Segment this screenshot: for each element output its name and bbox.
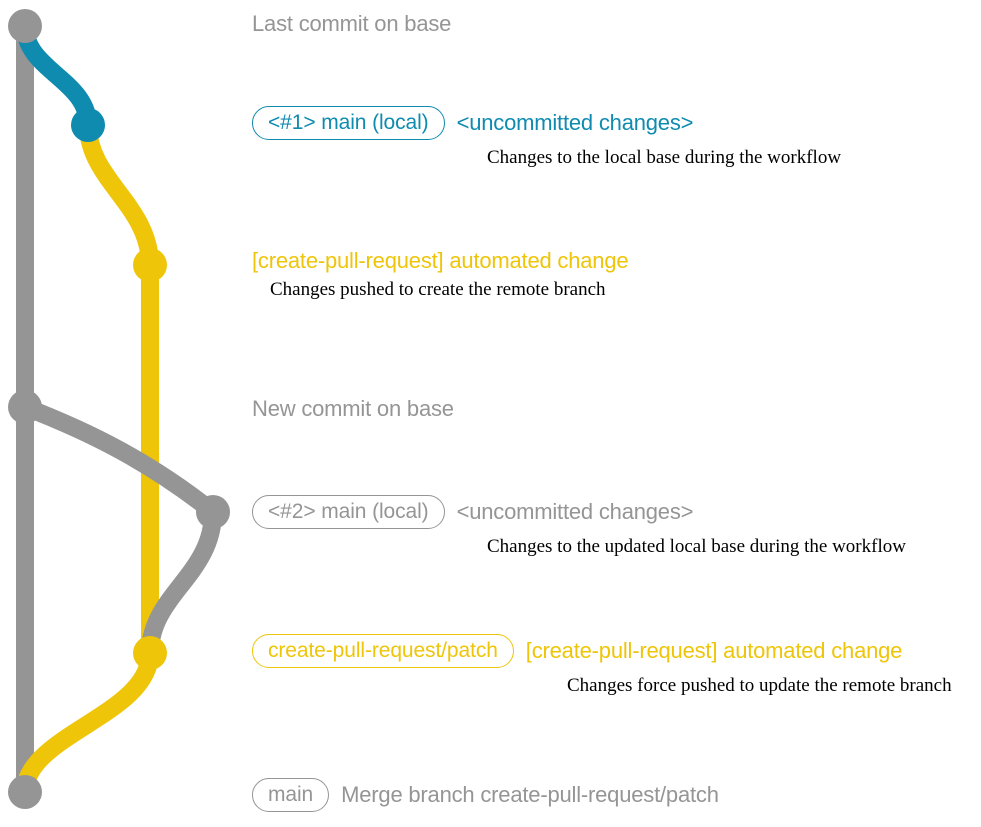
- branch-pill-main-local-2[interactable]: <#2> main (local): [252, 495, 445, 529]
- commit-message-label: Merge branch create-pull-request/patch: [341, 782, 719, 807]
- commit-description: Changes force pushed to update the remot…: [567, 675, 952, 696]
- row-head: create-pull-request/patch [create-pull-r…: [252, 634, 952, 668]
- branch-pill-create-pull-request-patch[interactable]: create-pull-request/patch: [252, 634, 514, 668]
- branch-pill-main[interactable]: main: [252, 778, 330, 812]
- commit-description: Changes to the local base during the wor…: [487, 147, 842, 168]
- commit-row-last-commit: Last commit on base: [252, 13, 451, 35]
- row-head: <#1> main (local) <uncommitted changes>: [252, 106, 841, 140]
- commit-message-label: Last commit on base: [252, 11, 452, 36]
- commit-message-label: [create-pull-request] automated change: [525, 638, 903, 663]
- edge-local-2-to-branch-2: [141, 503, 222, 662]
- row-head: [create-pull-request] automated change: [252, 248, 629, 273]
- commit-node-local-1: [71, 108, 105, 142]
- commit-row-new-commit: New commit on base: [252, 398, 454, 420]
- commit-node-base-top: [8, 9, 42, 43]
- commit-row-local-2: <#2> main (local) <uncommitted changes> …: [252, 495, 906, 558]
- commit-node-merge: [8, 775, 42, 809]
- commit-node-branch-1: [133, 248, 167, 282]
- commit-node-branch-2: [133, 636, 167, 670]
- commit-row-automated-2: create-pull-request/patch [create-pull-r…: [252, 634, 952, 697]
- commit-message-label: <uncommitted changes>: [456, 110, 694, 135]
- commit-message-label: [create-pull-request] automated change: [252, 248, 629, 273]
- edge-branch-2-to-merge: [16, 644, 159, 801]
- commit-nodes: [8, 9, 230, 809]
- commit-row-local-1: <#1> main (local) <uncommitted changes> …: [252, 106, 841, 169]
- commit-row-merge: main Merge branch create-pull-request/pa…: [252, 778, 719, 812]
- row-head: <#2> main (local) <uncommitted changes>: [252, 495, 906, 529]
- row-head: Last commit on base: [252, 13, 451, 35]
- edge-local-1-to-branch-1: [79, 116, 159, 274]
- edge-base-to-local-2: [16, 398, 222, 521]
- commit-row-automated-1: [create-pull-request] automated change C…: [252, 248, 629, 301]
- commit-node-base-new: [8, 390, 42, 424]
- commit-description: Changes to the updated local base during…: [487, 536, 906, 557]
- row-head: New commit on base: [252, 398, 454, 420]
- commit-node-local-2: [196, 495, 230, 529]
- row-head: main Merge branch create-pull-request/pa…: [252, 778, 719, 812]
- commit-message-label: New commit on base: [252, 396, 454, 421]
- branch-pill-main-local-1[interactable]: <#1> main (local): [252, 106, 445, 140]
- commit-description: Changes pushed to create the remote bran…: [270, 279, 606, 300]
- commit-message-label: <uncommitted changes>: [456, 499, 694, 524]
